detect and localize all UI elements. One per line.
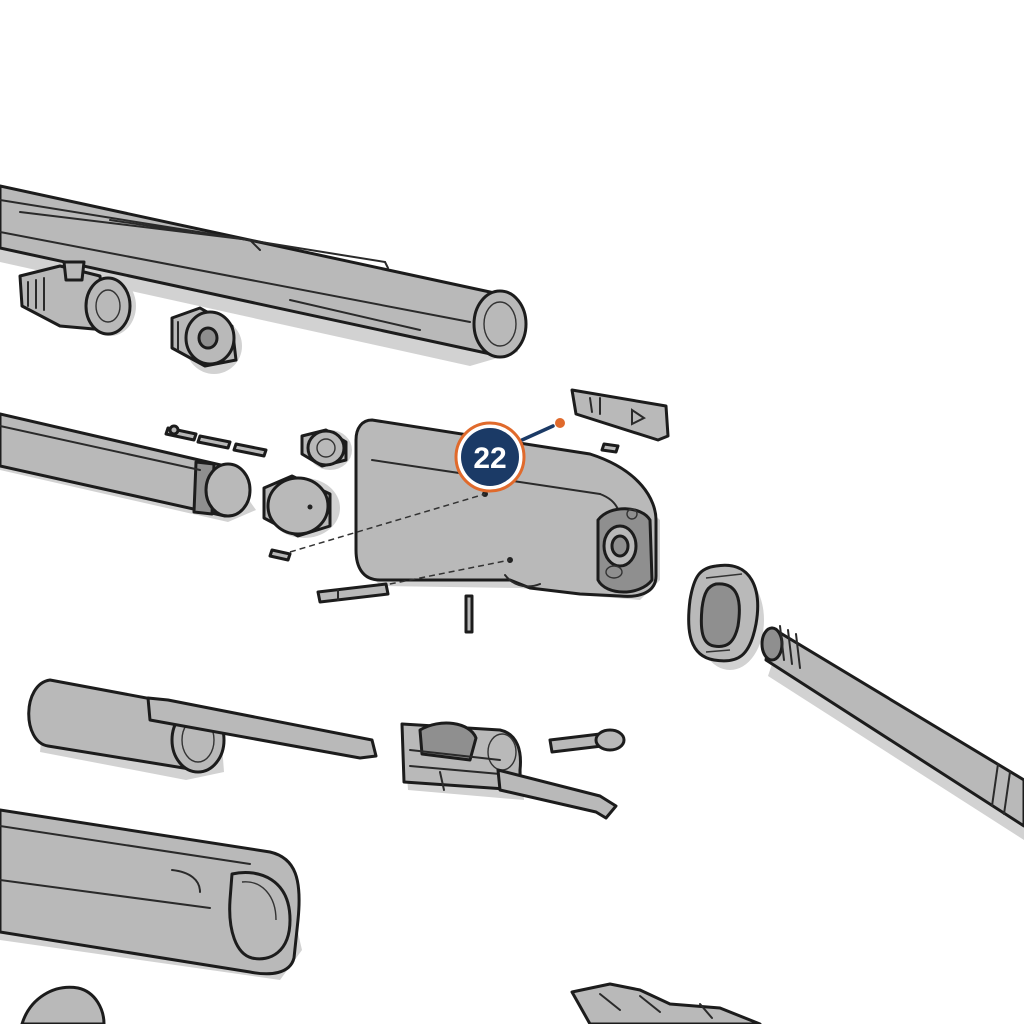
stock[interactable] xyxy=(20,985,106,1024)
callout-badge xyxy=(461,428,519,486)
small-pins-group[interactable] xyxy=(164,424,292,562)
action-bar-lock-pin[interactable] xyxy=(548,728,626,754)
callout-target-dot xyxy=(555,418,565,428)
trigger-group[interactable] xyxy=(570,982,762,1024)
bolt-assembly[interactable] xyxy=(400,721,618,820)
receiver[interactable] xyxy=(289,418,660,600)
trigger-plate-pin[interactable] xyxy=(316,582,390,604)
callout-leader-line xyxy=(520,424,555,442)
gasket-ring[interactable] xyxy=(687,563,764,670)
magazine-plug[interactable] xyxy=(262,474,340,538)
magazine-follower[interactable] xyxy=(300,428,352,470)
magazine-cap-nut[interactable] xyxy=(170,306,242,374)
magazine-tube[interactable] xyxy=(0,412,256,522)
vertical-pin[interactable] xyxy=(464,594,474,634)
action-bar-sleeve[interactable] xyxy=(27,678,378,780)
callout-22[interactable]: 22 xyxy=(454,418,565,493)
forend[interactable] xyxy=(0,808,302,980)
callout-number: 22 xyxy=(473,442,506,475)
cartridge-stop[interactable] xyxy=(570,388,670,454)
barrel[interactable] xyxy=(0,184,528,366)
action-tube[interactable] xyxy=(760,625,1024,840)
barrel-lug[interactable] xyxy=(18,260,136,336)
